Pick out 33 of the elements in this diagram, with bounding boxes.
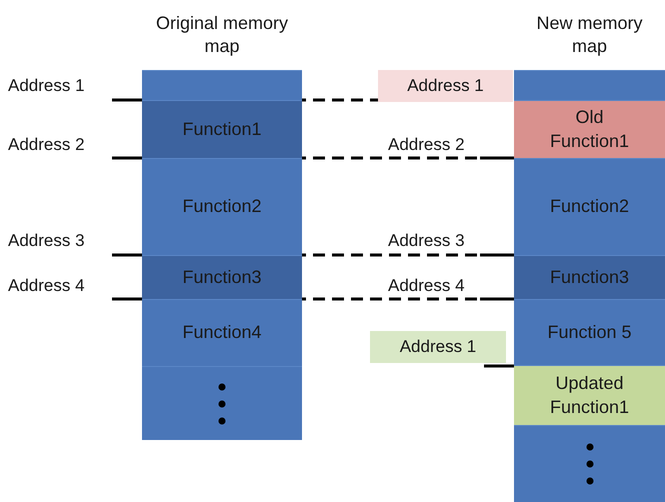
segment-label: Function3 [181, 266, 263, 289]
address-tag: Address 1 [370, 331, 506, 363]
segment-label: Function 5 [546, 320, 633, 344]
memory-segment [514, 158, 665, 255]
segment-label: Updated Function1 [548, 372, 630, 418]
memory-segment [142, 100, 302, 158]
memory-segment [142, 299, 302, 366]
column-heading: Original memory map [154, 12, 290, 58]
segment-label: Function4 [181, 321, 263, 344]
address-label: Address 3 [388, 231, 465, 252]
address-label: Address 1 [8, 76, 85, 96]
memory-segment [514, 70, 665, 100]
memory-segment [514, 255, 665, 299]
memory-segment [142, 255, 302, 299]
address-label: Address 3 [8, 231, 85, 252]
address-label: Address 2 [388, 135, 465, 156]
segment-label: Function1 [181, 118, 263, 141]
segment-label: Function2 [181, 195, 263, 218]
column-heading: New memory map [535, 12, 644, 58]
memory-segment [514, 425, 665, 502]
segment-label: Function3 [548, 266, 630, 289]
updated-function-segment [514, 365, 665, 425]
address-tag: Address 1 [378, 70, 513, 102]
memory-segment [142, 366, 302, 440]
address-label: Address 2 [8, 135, 85, 156]
address-label: Address 4 [8, 276, 85, 296]
segment-label: Old Function1 [548, 106, 630, 152]
address-label: Address 4 [388, 276, 465, 296]
memory-segment [142, 70, 302, 100]
memory-segment [514, 299, 665, 365]
memory-segment [142, 158, 302, 255]
segment-label: Function2 [548, 195, 630, 218]
old-function-segment [514, 100, 665, 158]
